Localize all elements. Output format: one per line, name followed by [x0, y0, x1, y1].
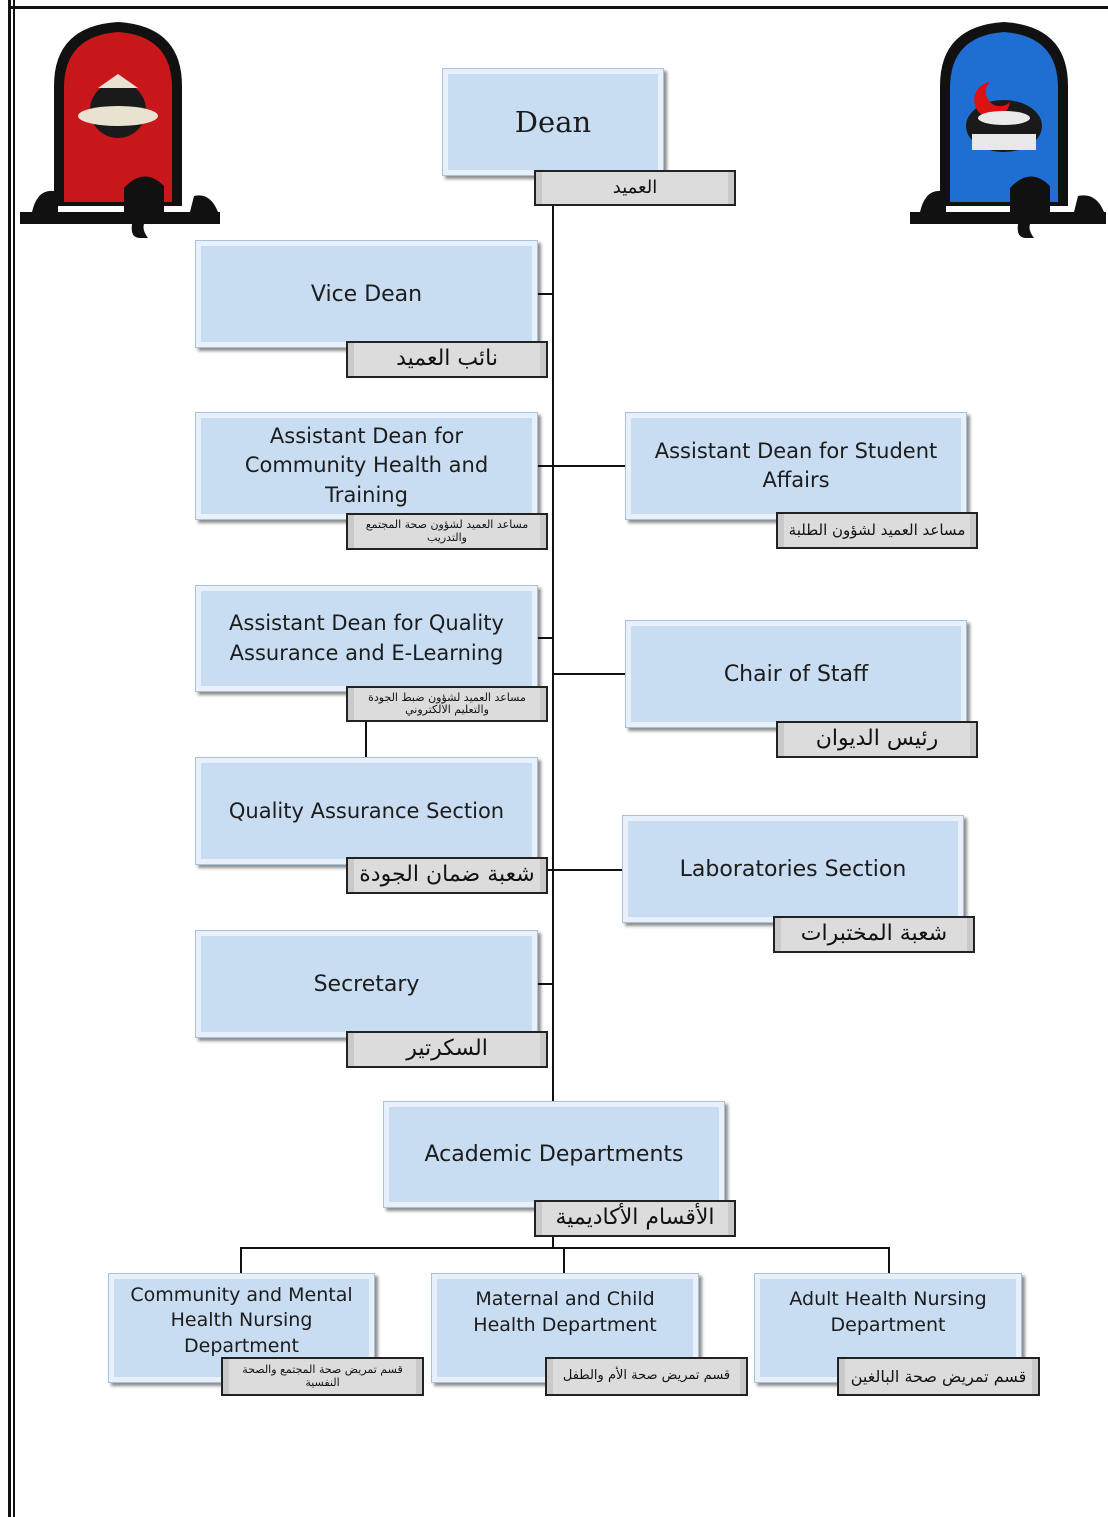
- dean-box: Dean: [442, 68, 664, 176]
- connector-academic-down: [552, 1236, 554, 1248]
- labs-section-box: Laboratories Section: [622, 815, 964, 923]
- page-border-left: [8, 0, 11, 1517]
- ad-quality-box: Assistant Dean for Quality Assurance and…: [195, 585, 538, 692]
- vice-dean-arabic-label: نائب العميد: [346, 341, 548, 378]
- connector-secretary: [538, 983, 554, 985]
- academic-departments-box: Academic Departments: [383, 1101, 725, 1208]
- chair-staff-box: Chair of Staff: [625, 620, 967, 728]
- ad-student-arabic-label: مساعد العميد لشؤون الطلبة: [776, 512, 978, 549]
- ad-community-box: Assistant Dean for Community Health and …: [195, 412, 538, 520]
- chair-staff-arabic-label: رئيس الديوان: [776, 721, 978, 758]
- connector-labs-section: [548, 869, 622, 871]
- ad-quality-arabic-label: مساعد العميد لشؤون ضبط الجودة والتعليم ا…: [346, 686, 548, 722]
- labs-section-arabic-label: شعبة المختبرات: [773, 916, 975, 953]
- academic-departments-arabic-label: الأقسام الأكاديمية: [534, 1200, 736, 1237]
- connector-vice-dean: [538, 293, 554, 295]
- connector-dept-community: [240, 1247, 242, 1275]
- dept-adult-arabic-label: قسم تمريض صحة البالغين: [837, 1357, 1040, 1396]
- secretary-arabic-label: السكرتير: [346, 1031, 548, 1068]
- quality-section-box: Quality Assurance Section: [195, 757, 538, 865]
- connector-ad-community: [538, 465, 554, 467]
- dept-community-arabic-label: قسم تمريض صحة المجتمع والصحة النفسية: [221, 1357, 424, 1396]
- faculty-banner: [972, 134, 1036, 150]
- nursing-emblem-icon: [910, 22, 1106, 238]
- connector-ad-quality: [538, 637, 554, 639]
- ad-student-box: Assistant Dean for Student Affairs: [625, 412, 967, 520]
- mutah-emblem-icon: [20, 22, 220, 238]
- connector-ad-student: [552, 465, 626, 467]
- connector-chair-staff: [552, 673, 626, 675]
- page-border-left-inner: [13, 0, 15, 1517]
- main-trunk-line: [552, 206, 554, 1102]
- dept-maternal-arabic-label: قسم تمريض صحة الأم والطفل: [545, 1357, 748, 1396]
- dean-arabic-label: العميد: [534, 170, 736, 206]
- vice-dean-box: Vice Dean: [195, 240, 538, 348]
- nursing-faculty-logo-right: [906, 16, 1108, 238]
- connector-dept-adult: [888, 1247, 890, 1275]
- university-logo-left: [14, 16, 222, 238]
- connector-dept-maternal: [563, 1247, 565, 1275]
- departments-bus-line: [240, 1247, 890, 1249]
- connector-quality-section: [365, 722, 367, 758]
- secretary-box: Secretary: [195, 930, 538, 1038]
- ad-community-arabic-label: مساعد العميد لشؤون صحة المجتمع والتدريب: [346, 513, 548, 550]
- quality-section-arabic-label: شعبة ضمان الجودة: [346, 857, 548, 894]
- page-border-top: [8, 6, 1108, 9]
